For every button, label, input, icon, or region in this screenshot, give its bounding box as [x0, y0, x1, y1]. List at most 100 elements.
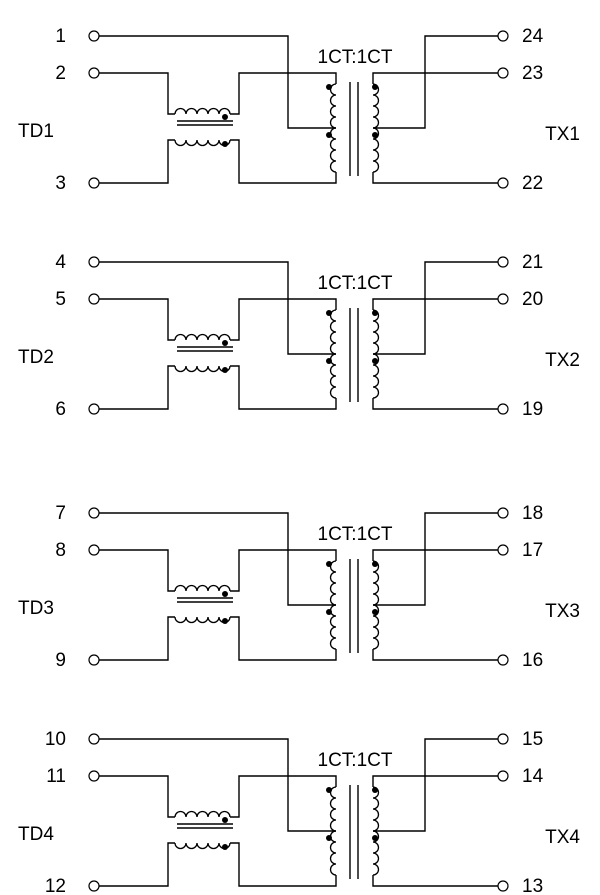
pin-label: 13 — [522, 876, 543, 895]
pin-label: 21 — [522, 252, 543, 273]
wire — [230, 72, 337, 115]
primary-lower-winding — [329, 830, 337, 876]
pin-label: 17 — [522, 540, 543, 561]
wire — [372, 72, 498, 84]
wire — [99, 738, 336, 832]
pin-label: 23 — [522, 63, 543, 84]
wire — [373, 512, 498, 606]
channel-right-label: TX4 — [545, 827, 580, 848]
choke-top-winding — [174, 333, 231, 341]
wire — [230, 365, 337, 410]
wire — [99, 35, 336, 129]
pin-label: 20 — [522, 289, 543, 310]
pin-label: 4 — [55, 252, 66, 273]
primary-upper-winding — [329, 83, 337, 129]
polarity-dot-icon — [372, 84, 378, 90]
wire — [373, 35, 498, 129]
wire — [99, 72, 175, 115]
turns-ratio-label: 1CT:1CT — [318, 750, 393, 771]
polarity-dot-icon — [372, 787, 378, 793]
polarity-dot-icon — [222, 618, 228, 624]
wire — [230, 616, 337, 661]
secondary-upper-winding — [372, 83, 380, 129]
pin-label: 10 — [45, 729, 66, 750]
polarity-dot-icon — [326, 310, 332, 316]
terminal-icon — [88, 293, 100, 305]
secondary-upper-winding — [372, 309, 380, 355]
polarity-dot-icon — [372, 835, 378, 841]
channel-left-label: TD3 — [18, 598, 54, 619]
polarity-dot-icon — [372, 609, 378, 615]
channel-left-label: TD4 — [18, 824, 54, 845]
choke-bottom-winding — [174, 842, 231, 850]
polarity-dot-icon — [326, 358, 332, 364]
pin-label: 16 — [522, 650, 543, 671]
terminal-icon — [497, 733, 509, 745]
pin-label: 15 — [522, 729, 543, 750]
common-mode-choke-icon — [174, 107, 233, 147]
primary-upper-winding — [329, 309, 337, 355]
polarity-dot-icon — [222, 141, 228, 147]
wire — [372, 398, 498, 410]
wire — [99, 775, 175, 818]
center-tapped-transformer-icon — [326, 82, 380, 176]
center-tapped-transformer-icon — [326, 559, 380, 653]
turns-ratio-label: 1CT:1CT — [318, 524, 393, 545]
wire — [99, 139, 175, 184]
channel-left-label: TD2 — [18, 347, 54, 368]
common-mode-choke-icon — [174, 584, 233, 624]
terminal-icon — [88, 177, 100, 189]
terminal-icon — [88, 770, 100, 782]
polarity-dot-icon — [222, 114, 228, 120]
pin-label: 19 — [522, 399, 543, 420]
primary-upper-winding — [329, 560, 337, 606]
wire — [99, 365, 175, 410]
pin-label: 11 — [46, 766, 66, 787]
pin-label: 18 — [522, 503, 543, 524]
wire — [372, 549, 498, 561]
center-tapped-transformer-icon — [326, 785, 380, 879]
polarity-dot-icon — [222, 340, 228, 346]
wire — [230, 842, 337, 887]
secondary-upper-winding — [372, 786, 380, 832]
terminal-icon — [497, 293, 509, 305]
wire — [372, 649, 498, 661]
polarity-dot-icon — [372, 358, 378, 364]
wire — [230, 775, 337, 818]
terminal-icon — [88, 507, 100, 519]
wire — [372, 172, 498, 184]
wire — [99, 512, 336, 606]
terminal-icon — [497, 177, 509, 189]
terminal-icon — [88, 256, 100, 268]
channel-right-label: TX1 — [545, 124, 580, 145]
wire — [99, 549, 175, 592]
terminal-icon — [497, 770, 509, 782]
pin-label: 6 — [55, 399, 66, 420]
terminal-icon — [88, 544, 100, 556]
common-mode-choke-icon — [174, 333, 233, 373]
channel-right-label: TX3 — [545, 601, 580, 622]
polarity-dot-icon — [326, 609, 332, 615]
pin-label: 5 — [55, 289, 66, 310]
polarity-dot-icon — [222, 844, 228, 850]
channel-right-label: TX2 — [545, 350, 580, 371]
pin-label: 1 — [55, 26, 66, 47]
wire — [230, 139, 337, 184]
polarity-dot-icon — [372, 561, 378, 567]
turns-ratio-label: 1CT:1CT — [318, 47, 393, 68]
terminal-icon — [88, 403, 100, 415]
terminal-icon — [497, 30, 509, 42]
terminal-icon — [497, 403, 509, 415]
terminal-icon — [88, 30, 100, 42]
polarity-dot-icon — [222, 367, 228, 373]
terminal-icon — [497, 654, 509, 666]
wire — [99, 261, 336, 355]
wire — [99, 298, 175, 341]
secondary-upper-winding — [372, 560, 380, 606]
polarity-dot-icon — [326, 835, 332, 841]
terminal-icon — [497, 256, 509, 268]
terminal-icon — [497, 67, 509, 79]
terminal-icon — [497, 544, 509, 556]
